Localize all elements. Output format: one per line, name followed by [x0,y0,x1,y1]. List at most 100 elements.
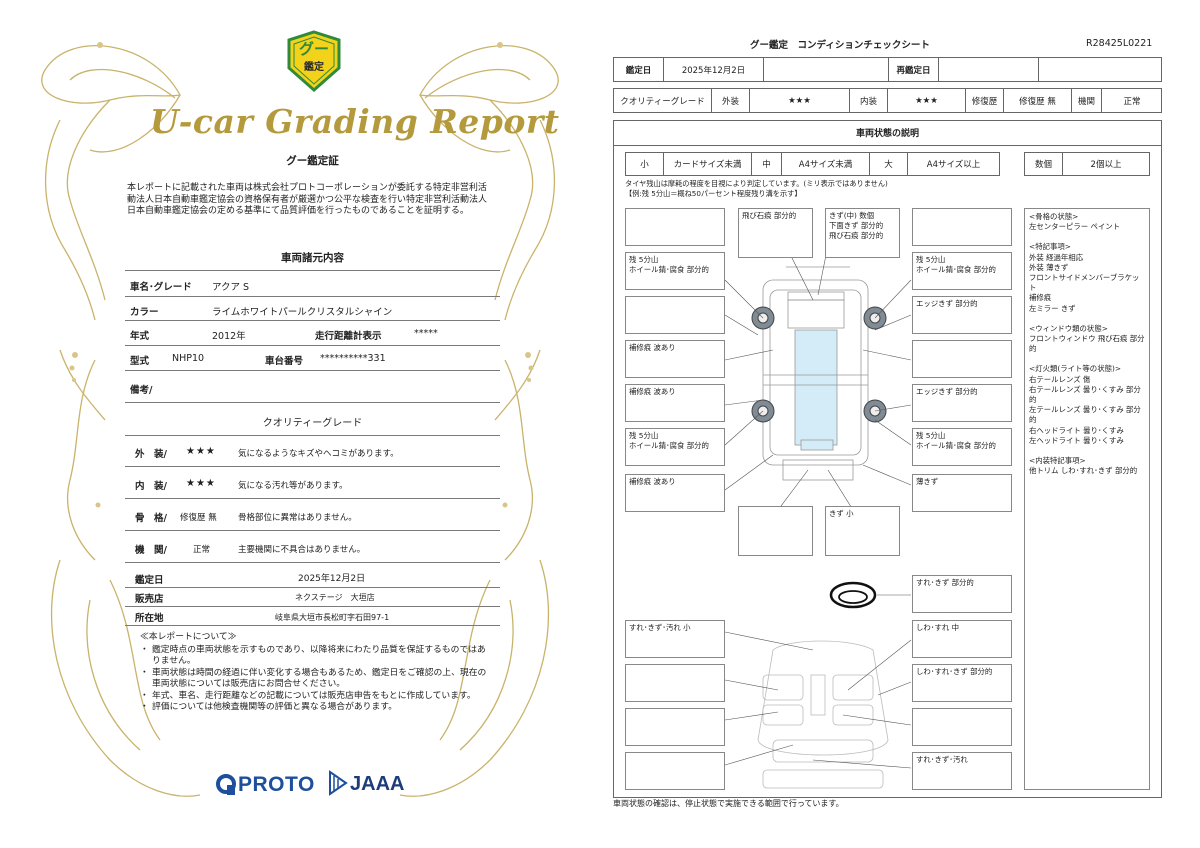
condition-note-box: 残 5分山 ホイール錆･腐食 部分的 [625,252,725,290]
summary-panel: <骨格の状態> 左センターピラー ペイント <特記事項> 外装 経過年相応 外装… [1024,208,1150,790]
summary-line [1029,314,1145,324]
interior-note-box [625,664,725,702]
divider [125,625,500,626]
summary-line: <内装特記事項> [1029,456,1086,466]
notes-list: ・鑑定時点の車両状態を示すものであり、以降将来にわたり品質を保証するものではあり… [140,645,490,713]
model-label: 型式 [130,356,150,367]
legend-large-desc: A4サイズ以上 [926,160,981,170]
badge-text-top: グー [298,40,329,58]
divider [125,562,500,563]
interior-note-box [625,752,725,790]
divider [125,296,500,297]
condition-note-box: 残 5分山 ホイール錆･腐食 部分的 [912,428,1012,466]
condition-note-box: エッジきず 部分的 [912,384,1012,422]
summary-line: 外装 経過年相応 [1029,252,1084,262]
size-legend: 小 カードサイズ未満 中 A4サイズ未満 大 A4サイズ以上 [625,152,1000,176]
ornamental-border [41,42,559,797]
summary-line: 補修痕 [1029,293,1052,303]
quality-label: 骨 格/ [135,513,167,524]
notes-heading: ≪本レポートについて≫ [140,632,237,642]
condition-note-box: 補修痕 波あり [625,474,725,512]
condition-note-box [738,506,813,556]
interior-note-box: しわ･すれ･きず 部分的 [912,664,1012,702]
interior-note-box [625,708,725,746]
legend-mid: 中 [752,153,782,175]
appraisal-date-value: 2025年12月2日 [298,574,366,584]
summary-line: 他トリム しわ･すれ･きず 部分的 [1029,466,1138,476]
condition-note-box [625,208,725,246]
quality-comment: 主要機関に不具合はありません。 [238,545,366,555]
divider [125,606,500,607]
repair-history-value: 修復歴 無 [1004,89,1072,112]
quality-label: 機 関/ [135,545,167,556]
empty-cell [1039,58,1162,81]
condition-note-box [912,340,1012,378]
condition-note-box [625,296,725,334]
note-item: ・評価については他検査機関等の評価と異なる場合があります。 [140,702,397,713]
summary-line: <特記事項> [1029,242,1071,252]
engine-label: 機関 [1072,89,1102,112]
summary-line: <骨格の状態> [1029,212,1079,221]
proto-logo-text: PROTO [238,773,315,796]
condition-note-box: 残 5分山 ホイール錆･腐食 部分的 [912,252,1012,290]
dealer-label: 販売店 [135,594,164,605]
year-value: 2012年 [212,331,246,342]
summary-line: 右テールレンズ 傷 [1029,374,1091,384]
condition-note-box: 薄きず [912,474,1012,512]
certificate-heading: グー鑑定証 [286,155,339,167]
specs-heading: 車両諸元内容 [281,252,344,264]
steering-wheel-icon [829,581,877,609]
condition-note-box: エッジきず 部分的 [912,296,1012,334]
interior-note-box: しわ･すれ 中 [912,620,1012,658]
divider [125,270,500,271]
chassis-value: **********331 [320,353,386,364]
summary-line: 右ヘッドライト 曇り･くすみ [1029,425,1124,435]
dealer-value: ネクステージ 大垣店 [295,593,375,602]
date-row: 鑑定日 2025年12月2日 再鑑定日 [613,57,1162,82]
divider [125,402,500,403]
divider [125,435,500,436]
engine-value: 正常 [1123,96,1141,107]
summary-line: <灯火類(ライト等の状態)> [1029,364,1122,374]
interior-label: 内装 [850,89,888,112]
color-value: ライムホワイトパールクリスタルシャイン [212,307,393,318]
summary-line: 左ミラー きず [1029,303,1076,313]
divider [125,530,500,531]
legend-count: 数個 [1025,153,1063,175]
count-legend: 数個 2個以上 [1024,152,1150,176]
car-name-label: 車名･グレード [130,282,192,293]
sheet-id: R28425L0221 [1086,38,1153,49]
quality-rating: ★★★ [186,446,216,457]
note-item: ・鑑定時点の車両状態を示すものであり、以降将来にわたり品質を保証するものではあり… [140,645,486,667]
legend-small-desc: カードサイズ未満 [664,153,752,175]
divider [125,345,500,346]
condition-note-box: きず(中) 数個 下面きず 部分的 飛び石痕 部分的 [825,208,900,258]
interior-note-box: すれ･きず･汚れ 小 [625,620,725,658]
interior-note-box: すれ･きず 部分的 [912,575,1012,613]
goo-kantei-badge-icon [287,30,341,92]
summary-line: 左センターピラー ペイント [1029,222,1121,232]
quality-rating: ★★★ [186,478,216,489]
quality-rating: 修復歴 無 [180,513,217,523]
mileage-value: ***** [414,328,438,339]
quality-comment: 気になるようなキズやヘコミがあります。 [238,449,399,459]
exterior-label: 外装 [712,89,750,112]
exterior-rating: ★★★ [750,89,850,112]
quality-comment: 骨格部位に異常はありません。 [238,513,357,523]
legend-large: 大 [870,153,908,175]
interior-rating: ★★★ [888,89,966,112]
legend-small: 小 [626,153,664,175]
summary-line [1029,354,1145,364]
summary-line [1029,446,1145,456]
summary-line: 左テールレンズ 曇り･くすみ 部分的 [1029,405,1141,425]
appraisal-date-label: 鑑定日 [135,575,164,586]
summary-line: フロントウィンドウ 飛び石痕 部分的 [1029,334,1145,354]
condition-note-box: 飛び石痕 部分的 [738,208,813,258]
note-item: ・車両状態は時間の経過に伴い変化する場合もあるため、鑑定日をご確認の上、現在の車… [140,667,487,690]
address-label: 所在地 [135,613,164,624]
summary-line: フロントサイドメンバーブラケット [1029,273,1140,293]
quality-comment: 気になる汚れ等があります。 [238,481,348,491]
model-value: NHP10 [172,353,205,364]
badge-text-bottom: 鑑定 [304,62,324,73]
year-label: 年式 [130,331,150,342]
